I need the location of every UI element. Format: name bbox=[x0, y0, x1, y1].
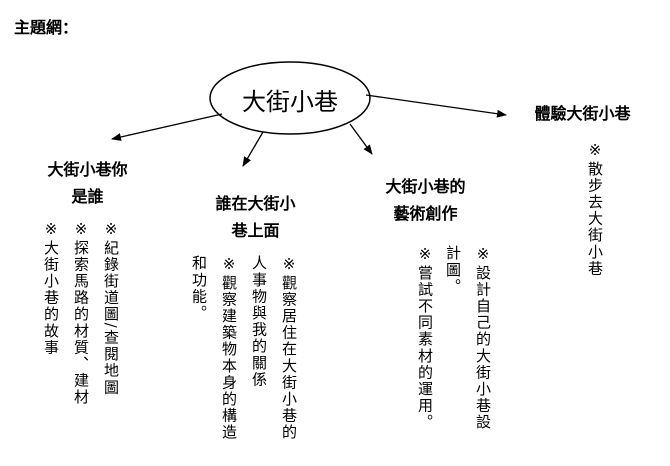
node-1-item-3: ※大街小巷的故事 bbox=[42, 220, 60, 356]
node-3-title-line1: 大街小巷的 bbox=[385, 177, 466, 196]
node-4-item-1: ※散步去大街小巷 bbox=[586, 141, 604, 277]
node-1-title-line1: 大街小巷你 bbox=[47, 160, 128, 179]
arrow-to-node-2 bbox=[242, 131, 264, 167]
heading: 主題網： bbox=[14, 18, 79, 37]
node-2-title-line2: 巷上面 bbox=[231, 221, 280, 240]
node-2-title: 誰在大街小 巷上面 bbox=[198, 190, 313, 244]
arrow-to-node-4 bbox=[365, 94, 507, 118]
node-3-item-1: ※設計自己的大街小巷設計圖。 bbox=[444, 245, 492, 431]
node-2-item-2: ※觀察建築物本身的構造和功能。 bbox=[190, 255, 238, 441]
node-3-title-line2: 藝術創作 bbox=[393, 204, 458, 223]
center-ellipse bbox=[209, 61, 371, 135]
node-1-title: 大街小巷你 是誰 bbox=[30, 156, 145, 210]
node-1-title-line2: 是誰 bbox=[71, 187, 104, 206]
node-4-title-line1: 體驗大街小巷 bbox=[534, 104, 631, 123]
node-4-title: 體驗大街小巷 bbox=[520, 100, 645, 127]
node-2-title-line1: 誰在大街小 bbox=[215, 194, 296, 213]
arrow-to-node-1 bbox=[111, 113, 223, 141]
center-topic: 大街小巷 bbox=[242, 88, 338, 116]
arrow-to-node-3 bbox=[349, 123, 373, 155]
node-3-title: 大街小巷的 藝術創作 bbox=[368, 173, 483, 227]
node-2-item-1: ※觀察居住在大街小巷的人事物與我的關係 bbox=[250, 255, 298, 441]
node-1-item-1: ※紀錄街道圖/查閱地圖 bbox=[102, 220, 120, 396]
node-1-item-2: ※探索馬路的材質、建材 bbox=[72, 220, 90, 406]
node-3-item-2: ※嘗試不同素材的運用。 bbox=[416, 245, 434, 431]
